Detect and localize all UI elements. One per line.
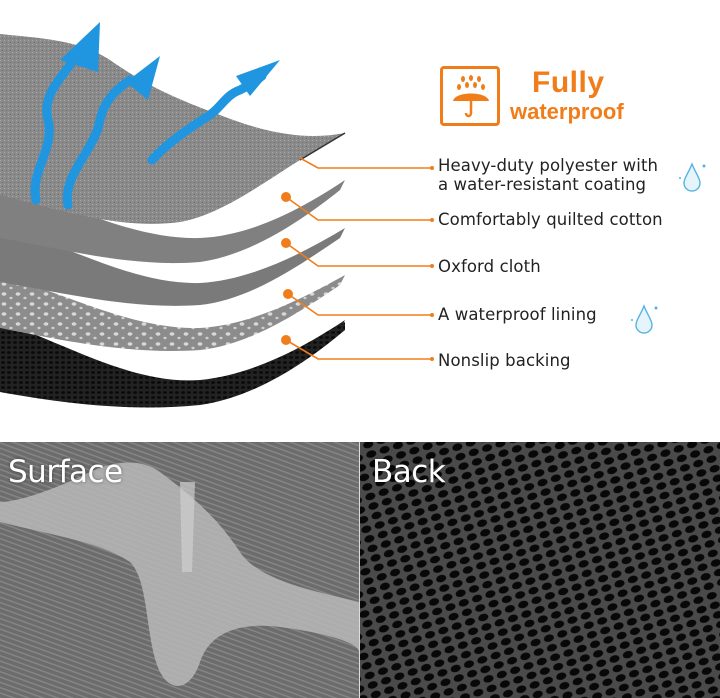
layer-oxford-cloth (0, 228, 345, 306)
photo-divider (359, 442, 360, 698)
layer-waterproof-lining (0, 275, 345, 351)
headline-waterproof: waterproof (510, 99, 624, 124)
leader-dots (281, 166, 434, 361)
headline-fully: Fully (532, 66, 605, 99)
layer-label-nonslip-backing: Nonslip backing (438, 351, 571, 370)
layer-polyester (0, 34, 345, 224)
back-label: Back (372, 454, 446, 490)
layer-label-polyester: Heavy-duty polyester with a water-resist… (438, 156, 659, 194)
surface-photo: Surface (0, 442, 359, 698)
fabric-layers-illustration (0, 22, 434, 408)
layer-label-waterproof-lining: A waterproof lining (438, 305, 597, 324)
back-photo: Back (360, 442, 720, 698)
surface-label: Surface (8, 454, 123, 490)
water-drop-icon (631, 304, 658, 334)
umbrella-rain-icon (440, 66, 500, 126)
layer-quilted-cotton (0, 180, 345, 264)
water-drop-icon (679, 162, 706, 192)
layer-label-oxford-cloth: Oxford cloth (438, 257, 541, 276)
material-photos: Surface Back (0, 442, 720, 698)
layer-label-quilted-cotton: Comfortably quilted cotton (438, 210, 663, 229)
leader-lines (285, 157, 432, 360)
layer-diagram-panel: Fully waterproof Heavy-duty polyester wi… (0, 22, 706, 408)
